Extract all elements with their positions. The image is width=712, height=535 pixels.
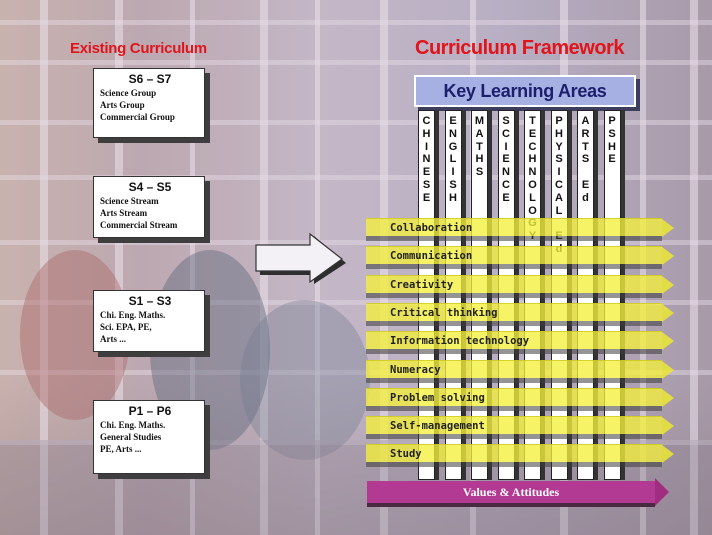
skill-bar-problem-solving: Problem solving [366, 388, 662, 406]
skill-bar-communication: Communication [366, 246, 662, 264]
stage-line: Arts Stream [100, 207, 200, 219]
curriculum-framework-heading: Curriculum Framework [415, 37, 624, 60]
stage-box-p1-p6: P1 – P6 Chi. Eng. Maths. General Studies… [93, 400, 205, 474]
stage-line: Science Stream [100, 195, 200, 207]
stage-title: S4 – S5 [100, 180, 200, 194]
skill-bar-numeracy: Numeracy [366, 360, 662, 378]
stage-box-s4-s5: S4 – S5 Science Stream Arts Stream Comme… [93, 176, 205, 238]
stage-line: Science Group [100, 87, 200, 99]
stage-line: Arts Group [100, 99, 200, 111]
stage-title: S6 – S7 [100, 72, 200, 86]
stage-line: Commercial Group [100, 111, 200, 123]
skill-bar-study: Study [366, 444, 662, 462]
key-learning-areas-title: Key Learning Areas [414, 75, 636, 107]
existing-curriculum-heading: Existing Curriculum [70, 40, 207, 57]
stage-line: Chi. Eng. Maths. [100, 309, 200, 321]
skill-bar-shadow [366, 264, 662, 269]
stage-line: Arts ... [100, 333, 200, 345]
stage-title: P1 – P6 [100, 404, 200, 418]
skill-bar-critical-thinking: Critical thinking [366, 303, 662, 321]
stage-title: S1 – S3 [100, 294, 200, 308]
skill-bar-shadow [366, 462, 662, 467]
values-attitudes-bar: Values & Attitudes [367, 481, 655, 503]
stage-line: PE, Arts ... [100, 443, 200, 455]
stage-box-s1-s3: S1 – S3 Chi. Eng. Maths. Sci. EPA, PE, A… [93, 290, 205, 352]
skill-bar-self-management: Self-management [366, 416, 662, 434]
stage-line: Commercial Stream [100, 219, 200, 231]
values-bar-shadow [367, 503, 655, 507]
stage-box-s6-s7: S6 – S7 Science Group Arts Group Commerc… [93, 68, 205, 138]
stage-line: Chi. Eng. Maths. [100, 419, 200, 431]
stage-line: General Studies [100, 431, 200, 443]
skill-bar-collaboration: Collaboration [366, 218, 662, 236]
skill-bar-creativity: Creativity [366, 275, 662, 293]
skill-bar-information-technology: Information technology [366, 331, 662, 349]
stage-line: Sci. EPA, PE, [100, 321, 200, 333]
right-arrow-icon [254, 232, 350, 288]
